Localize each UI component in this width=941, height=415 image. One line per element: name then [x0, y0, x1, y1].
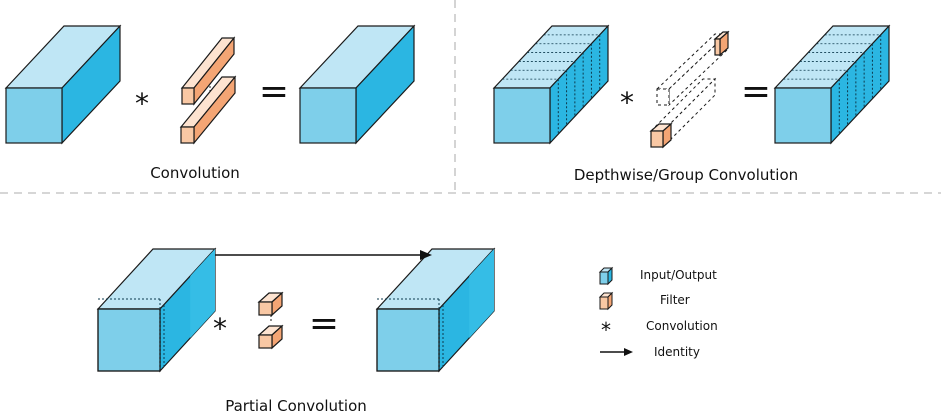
legend-label-identity: Identity — [654, 345, 700, 359]
caption-depthwise-group-convolution: Depthwise/Group Convolution — [574, 166, 798, 184]
legend-label-filter: Filter — [660, 293, 690, 307]
convolve-operator-2: * — [620, 86, 634, 119]
caption-partial-convolution: Partial Convolution — [225, 397, 367, 415]
output-tensor — [298, 24, 416, 145]
equals-operator-3: = — [309, 303, 339, 344]
legend: Input/Output Filter * Convolution Identi… — [598, 266, 718, 359]
input-tensor — [4, 24, 122, 145]
equals-operator-1: = — [259, 71, 289, 112]
convolve-operator-1: * — [135, 87, 149, 120]
legend-input-output-icon — [598, 266, 614, 286]
equals-operator-2: = — [741, 71, 771, 112]
filter-bottom — [179, 75, 237, 145]
partial-output-tensor — [375, 247, 496, 373]
depthwise-filter-top-cap — [713, 30, 730, 57]
depthwise-filter-bottom-cap — [649, 122, 673, 149]
legend-filter-icon — [598, 291, 614, 311]
partial-filter-bottom — [257, 324, 284, 350]
legend-label-input-output: Input/Output — [640, 268, 717, 282]
depthwise-output-tensor — [773, 24, 891, 145]
legend-arrow-icon — [600, 348, 633, 356]
identity-arrow — [215, 250, 432, 260]
caption-convolution: Convolution — [150, 164, 240, 182]
legend-label-convolution: Convolution — [646, 319, 718, 333]
partial-filter-top — [257, 291, 284, 317]
legend-asterisk-icon: * — [601, 318, 611, 342]
convolve-operator-3: * — [213, 312, 227, 345]
filter-top — [180, 36, 236, 106]
depthwise-input-tensor — [492, 24, 610, 145]
partial-input-tensor — [96, 247, 217, 373]
diagram-shapes — [4, 24, 891, 373]
